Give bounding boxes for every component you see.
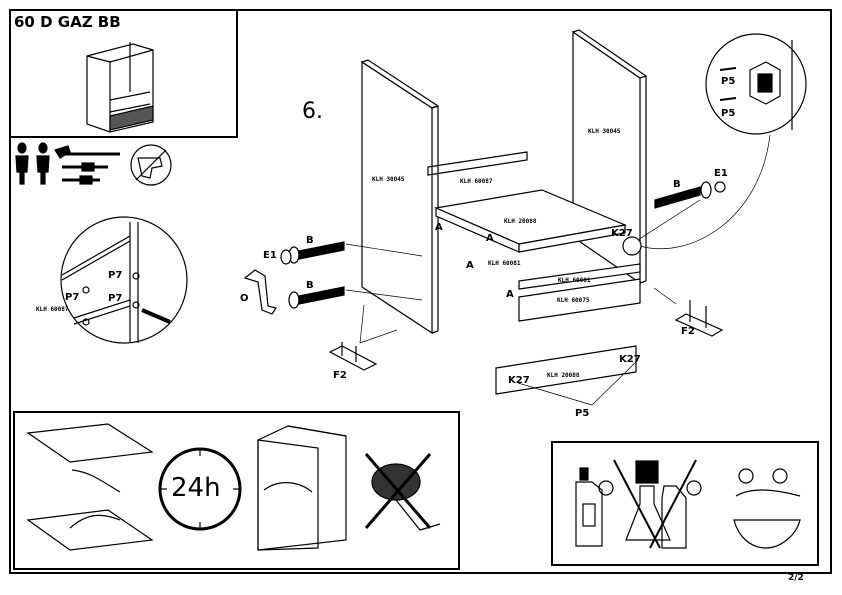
label-a-1: A <box>435 222 443 233</box>
detail-circle-left <box>60 216 188 344</box>
tag-top-rail: KLH 60081 <box>558 277 591 284</box>
mild-cleaner-bottle-icon <box>575 467 614 547</box>
left-side-panel <box>360 59 440 335</box>
product-title: 60 D GAZ BB <box>14 13 121 31</box>
no-chemical-cleaner-icon <box>613 459 702 549</box>
tag-shelf: KLH 20088 <box>504 218 537 225</box>
allen-key-icon <box>243 269 277 315</box>
tag-left-side: KLH 30045 <box>372 176 405 183</box>
tag-detail: KLH 60087 <box>36 306 69 313</box>
no-abrasive-sponge-icon <box>733 468 801 549</box>
screw-b-lower-left <box>288 286 345 309</box>
label-b-upper-left: B <box>306 235 314 246</box>
label-p5-detail-top: P5 <box>721 76 736 87</box>
label-e1-right: E1 <box>714 168 728 179</box>
front-rail <box>518 278 641 322</box>
label-k27-front-left: K27 <box>508 375 530 386</box>
cap-e1-left <box>280 249 292 265</box>
screw-b-right <box>654 181 726 209</box>
clock-24h-icon <box>158 447 242 531</box>
no-wet-cloth-icon <box>364 453 441 531</box>
cleaning-agents-panel <box>551 441 819 566</box>
label-k27-mid: K27 <box>611 228 633 239</box>
label-p7-c: P7 <box>108 293 123 304</box>
wiping-cabinet-illustration <box>257 425 347 551</box>
label-b-right: B <box>673 179 681 190</box>
plinth-panel <box>495 345 637 395</box>
screw-b-upper-left <box>288 241 345 264</box>
leg-f2-right <box>674 300 724 337</box>
cam-fitting-k27 <box>622 236 642 256</box>
leg-f2-left <box>328 342 378 371</box>
shelf-panel <box>433 189 628 253</box>
drying-time-label: 24h <box>171 473 221 503</box>
tag-plinth: KLH 20088 <box>547 372 580 379</box>
label-a-2: A <box>486 233 494 244</box>
two-persons-icon <box>15 142 50 185</box>
label-p7-a: P7 <box>108 270 123 281</box>
tag-back-rail: KLH 60087 <box>460 178 493 185</box>
cabinet-thumbnail-icon <box>86 42 154 133</box>
title-panel <box>9 9 238 138</box>
back-rail <box>427 151 528 176</box>
page-frame <box>9 9 832 574</box>
wipe-surface-illustration <box>26 423 154 551</box>
label-p5-detail-bottom: P5 <box>721 108 736 119</box>
label-o: O <box>240 293 249 304</box>
label-f2-left: F2 <box>333 370 347 381</box>
tag-shelf-front: KLH 60081 <box>488 260 521 267</box>
top-rail <box>518 263 641 290</box>
no-power-drill-icon <box>130 144 172 186</box>
tools-icon <box>54 145 120 185</box>
detail-circle-right <box>705 33 807 135</box>
label-p5-front: P5 <box>575 408 590 419</box>
step-number: 6. <box>302 99 323 124</box>
page-number: 2/2 <box>788 573 804 583</box>
tag-right-side: KLH 30045 <box>588 128 621 135</box>
care-instructions-panel <box>13 411 460 570</box>
label-k27-front-right: K27 <box>619 354 641 365</box>
label-e1-left: E1 <box>263 250 277 261</box>
label-p7-b: P7 <box>65 292 80 303</box>
label-a-3: A <box>466 260 474 271</box>
label-a-4: A <box>506 289 514 300</box>
tag-front-rail: KLH 60075 <box>557 297 590 304</box>
label-b-lower-left: B <box>306 280 314 291</box>
label-f2-right: F2 <box>681 326 695 337</box>
